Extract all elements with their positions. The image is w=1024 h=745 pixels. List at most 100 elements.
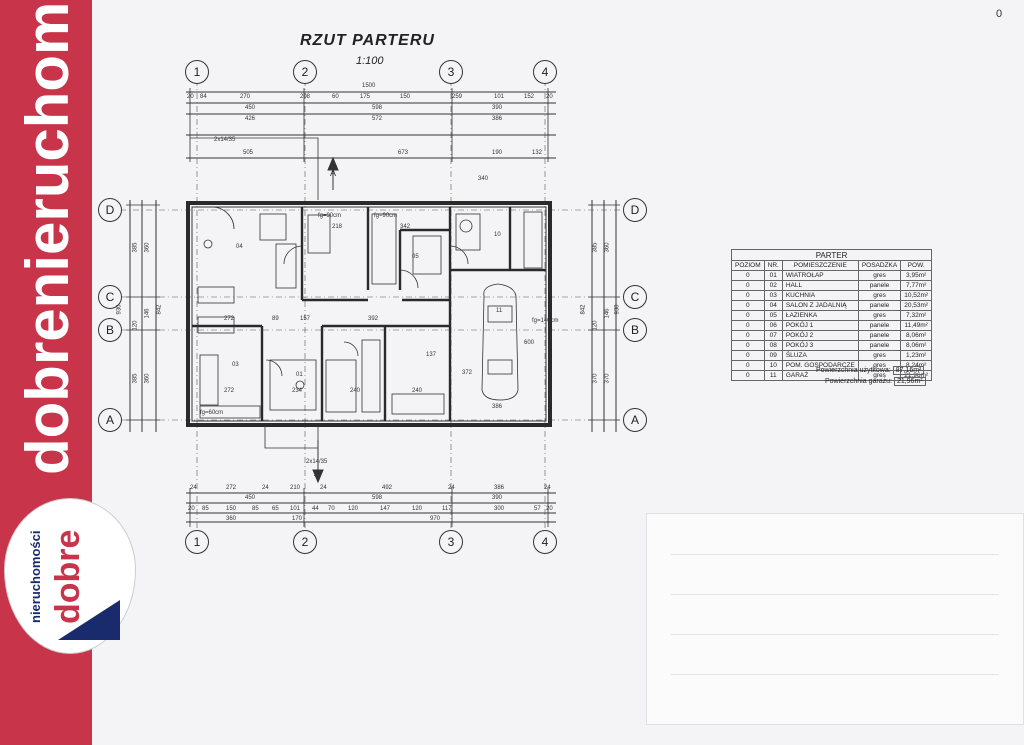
col-header: POSADZKA (857, 260, 902, 271)
dim-bottom-r2: 450 (245, 495, 256, 501)
dim-interior: 340 (478, 176, 489, 182)
dim-top-r1: 175 (360, 94, 371, 100)
axis-column-2: 2 (293, 60, 317, 84)
dim-bottom-r3: 300 (494, 506, 505, 512)
dim-bottom-r3: 120 (348, 506, 359, 512)
dim-bottom-r3: 150 (226, 506, 237, 512)
dim-bottom-r1: 210 (290, 485, 301, 491)
dim-top-r2: 450 (245, 105, 256, 111)
table-cell: 3,95m² (900, 270, 933, 281)
dim-right: 146 (604, 308, 611, 319)
dim-bottom-r3: 70 (328, 506, 335, 512)
dim-bottom-r3: 57 (534, 506, 541, 512)
axis-row-b-right: B (623, 318, 647, 342)
room-schedule-table: PARTER POZIOM NR. POMIESZCZENIE POSADZKA… (730, 249, 933, 381)
dim-top-r1: 270 (240, 94, 251, 100)
table-cell: 0 (731, 320, 765, 331)
dim-bottom-r3: 85 (252, 506, 259, 512)
garage-area-value: 21,96m² (893, 377, 926, 386)
table-cell: 0 (731, 370, 765, 381)
table-cell: 20,53m² (900, 300, 933, 311)
dim-bottom-r1: 386 (494, 485, 505, 491)
col-header: POZIOM (731, 260, 765, 271)
axis-row-a-right: A (623, 408, 647, 432)
table-cell: 0 (731, 360, 765, 371)
table-cell: 11 (763, 370, 783, 381)
stamp-line (671, 554, 999, 555)
table-cell: 04 (763, 300, 783, 311)
dim-interior: 386 (492, 404, 503, 410)
dim-bottom-r3: 20 (188, 506, 195, 512)
dim-top-r3: 426 (245, 116, 256, 122)
dim-bottom-r1: 24 (320, 485, 327, 491)
table-cell: 09 (763, 350, 783, 361)
page-corner-label: 0 (996, 8, 1003, 20)
table-cell: 06 (763, 320, 783, 331)
axis-column-3-bottom: 3 (439, 530, 463, 554)
dim-bottom-r3: 20 (546, 506, 553, 512)
axis-row-c: C (98, 285, 122, 309)
dim-bottom-r4: 170 (292, 516, 303, 522)
table-cell: 1,23m² (900, 350, 933, 361)
dim-top-r1: 150 (400, 94, 411, 100)
table-cell: POKÓJ 1 (781, 320, 859, 331)
table-cell: POKÓJ 2 (781, 330, 859, 341)
dim-right: 370 (604, 373, 611, 384)
dim-bottom-r3: 65 (272, 506, 279, 512)
dim-top-r1: 152 (524, 94, 535, 100)
table-cell: 0 (731, 280, 765, 291)
entry-note-bottom: 2x14/35 (306, 459, 328, 465)
dim-top-overall: 1500 (362, 83, 376, 89)
axis-row-c-right: C (623, 285, 647, 309)
dim-bottom-r1: 492 (382, 485, 393, 491)
table-cell: 08 (763, 340, 783, 351)
axis-column-2-bottom: 2 (293, 530, 317, 554)
room-tag: 03 (232, 362, 239, 368)
table-cell: 01 (763, 270, 783, 281)
table-cell: 10 (763, 360, 783, 371)
dim-left: 146 (144, 308, 151, 319)
axis-row-b: B (98, 318, 122, 342)
section-mark-bottom: A (314, 468, 321, 478)
axis-column-1: 1 (185, 60, 209, 84)
dim-top-r2: 390 (492, 105, 503, 111)
table-cell: POKÓJ 3 (781, 340, 859, 351)
dim-right: 360 (604, 242, 611, 253)
table-cell: 0 (731, 290, 765, 301)
dim-bottom-r4: 970 (430, 516, 441, 522)
table-cell: 0 (731, 300, 765, 311)
dim-left: 930 (116, 304, 123, 315)
table-cell: panele (857, 280, 902, 291)
dim-top-r3: 386 (492, 116, 503, 122)
entry-note: 2x14/35 (214, 137, 236, 143)
stamp-line (671, 594, 999, 595)
dim-bottom-r1: 24 (262, 485, 269, 491)
room-tag: 11 (496, 308, 503, 314)
dim-interior: 240 (350, 388, 361, 394)
table-cell: ŚLUZA (781, 350, 859, 361)
table-cell: 05 (763, 310, 783, 321)
usable-area-label: Powierzchnia użytkowa: (816, 367, 891, 374)
table-cell: 0 (731, 330, 765, 341)
dim-interior: 673 (398, 150, 409, 156)
usable-area-value: 87,16m² (892, 366, 925, 375)
dim-left: 385 (132, 242, 139, 253)
table-caption: PARTER (730, 249, 933, 261)
dim-right: 120 (592, 320, 599, 331)
table-cell: gres (857, 310, 902, 321)
col-header: POW. (900, 260, 933, 271)
title-block-stamp (646, 513, 1024, 725)
table-cell: gres (857, 290, 902, 301)
col-header: POMIESZCZENIE (781, 260, 859, 271)
table-cell: 07 (763, 330, 783, 341)
section-mark-top: A (330, 168, 337, 178)
dim-left: 120 (132, 320, 139, 331)
axis-row-d: D (98, 198, 122, 222)
dim-top-r1: 20 (546, 94, 553, 100)
